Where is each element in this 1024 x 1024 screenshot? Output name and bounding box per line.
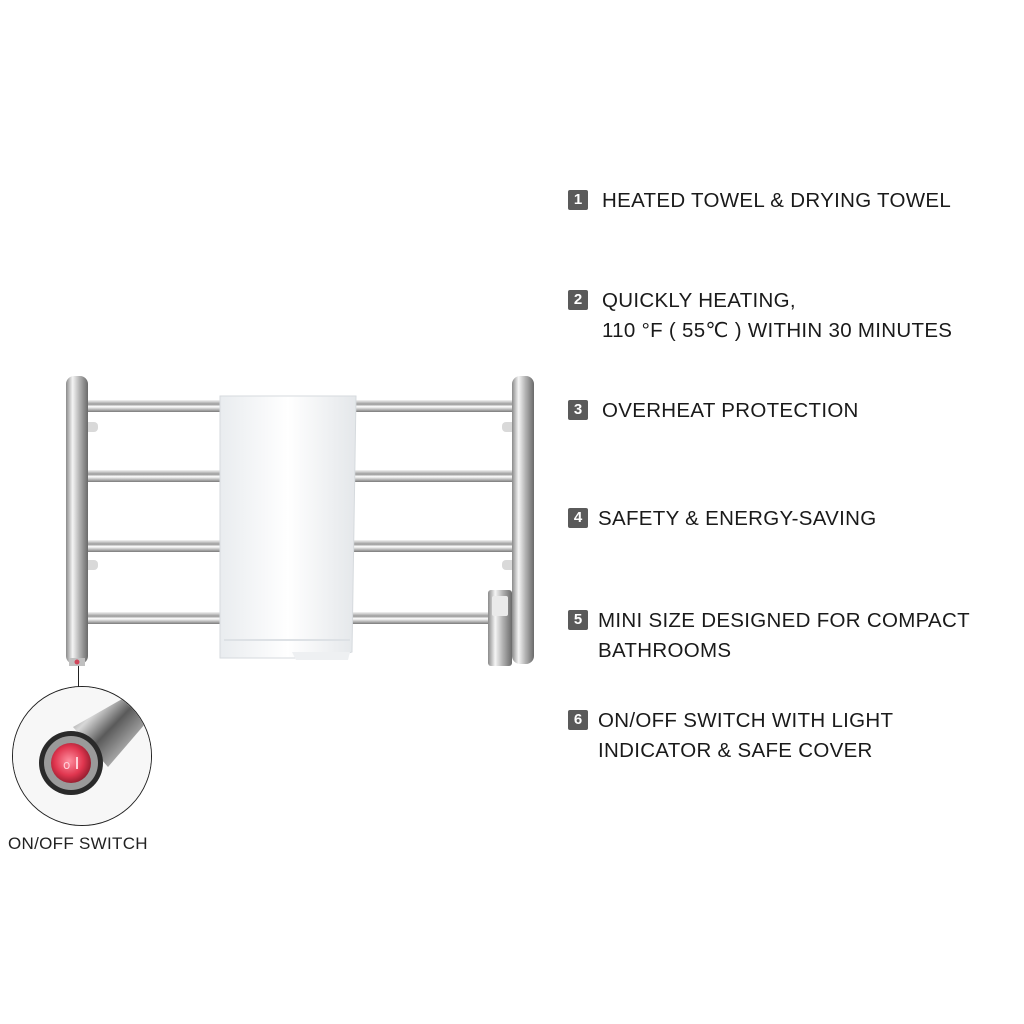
feature-text: MINI SIZE DESIGNED FOR COMPACT BATHROOMS	[598, 609, 970, 662]
towel-rack-image	[60, 370, 540, 680]
feature-item-5: 5 MINI SIZE DESIGNED FOR COMPACT BATHROO…	[568, 606, 1018, 666]
switch-closeup-image: o	[12, 686, 152, 826]
towel-rack-illustration	[66, 376, 534, 666]
feature-item-6: 6 ON/OFF SWITCH WITH LIGHT INDICATOR & S…	[568, 706, 1018, 766]
switch-caption: ON/OFF SWITCH	[8, 834, 148, 853]
feature-text: HEATED TOWEL & DRYING TOWEL	[602, 189, 952, 212]
callout-line	[78, 666, 79, 688]
switch-closeup-illustration: o	[13, 687, 151, 825]
feature-text: SAFETY & ENERGY-SAVING	[598, 507, 877, 530]
feature-text: QUICKLY HEATING, 110 °F ( 55℃ ) WITHIN 3…	[602, 289, 953, 342]
feature-item-2: 2 QUICKLY HEATING, 110 °F ( 55℃ ) WITHIN…	[568, 286, 1018, 346]
svg-text:o: o	[63, 758, 70, 772]
feature-item-4: 4 SAFETY & ENERGY-SAVING	[568, 504, 1018, 534]
feature-item-1: 1 HEATED TOWEL & DRYING TOWEL	[568, 186, 1018, 216]
feature-text: OVERHEAT PROTECTION	[602, 399, 859, 422]
number-badge: 5	[568, 610, 588, 630]
number-badge: 1	[568, 190, 588, 210]
number-badge: 3	[568, 400, 588, 420]
number-badge: 4	[568, 508, 588, 528]
feature-item-3: 3 OVERHEAT PROTECTION	[568, 396, 1018, 426]
number-badge: 2	[568, 290, 588, 310]
number-badge: 6	[568, 710, 588, 730]
feature-text: ON/OFF SWITCH WITH LIGHT INDICATOR & SAF…	[598, 709, 894, 762]
